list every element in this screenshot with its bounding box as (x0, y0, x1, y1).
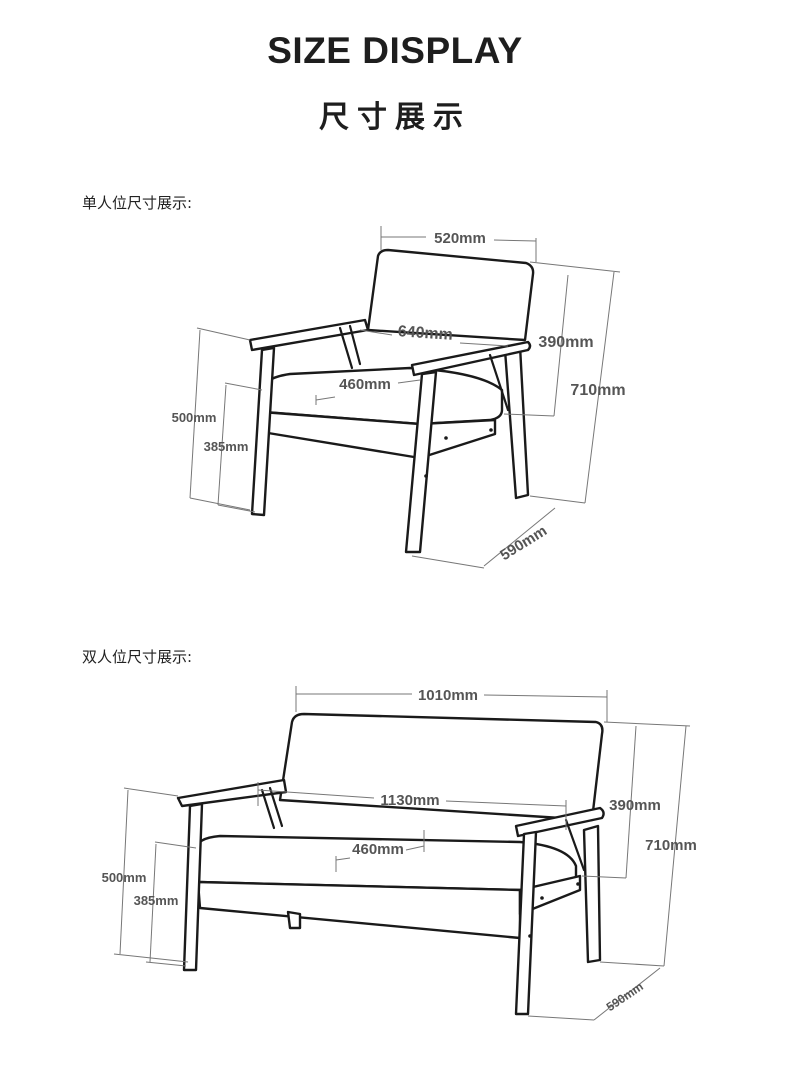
double-right-arm (514, 806, 605, 838)
double-left-leg (182, 802, 204, 972)
single-left-brace (338, 326, 354, 370)
page-subtitle: 尺寸展示 (319, 100, 471, 135)
single-right-leg (404, 370, 438, 554)
single-seat-depth-dim: 460mm (339, 376, 391, 393)
single-width-dim: 520mm (434, 230, 486, 247)
single-seat-height-dim: 385mm (204, 439, 249, 454)
double-seat-depth-dim: 460mm (352, 841, 404, 858)
double-left-arm (176, 778, 288, 808)
double-left-brace (260, 788, 276, 830)
double-seat-height-dim: 385mm (134, 893, 179, 908)
single-chair-drawing: 520mm 640mm 390mm 710mm 460mm 500mm 385m… (172, 226, 626, 569)
double-back-cushion (278, 712, 604, 822)
single-left-arm (248, 318, 370, 352)
double-rear-leg (582, 824, 602, 964)
single-left-leg (250, 346, 276, 517)
double-total-height-dim: 710mm (645, 837, 697, 854)
double-width-dim: 1010mm (418, 687, 478, 704)
double-seat-base (196, 880, 522, 940)
double-depth-dim: 590mm (604, 979, 646, 1014)
double-arm-width-dim: 1130mm (380, 792, 439, 809)
single-back-cushion (366, 248, 535, 342)
single-seat-cushion (260, 366, 504, 426)
single-right-brace (488, 353, 510, 412)
single-depth-arm-dim: 640mm (397, 323, 453, 344)
single-total-height-dim: 710mm (570, 382, 625, 399)
double-right-brace (564, 818, 586, 872)
double-seat-label: 双人位尺寸展示: (82, 648, 193, 666)
single-seat-label: 单人位尺寸展示: (82, 194, 193, 212)
single-right-arm (410, 340, 532, 377)
single-arm-height-dim: 500mm (172, 410, 217, 425)
double-right-leg (514, 830, 538, 1016)
double-arm-height-dim: 500mm (102, 870, 147, 885)
double-back-height-dim: 390mm (609, 797, 661, 814)
single-back-height-dim: 390mm (538, 334, 593, 351)
page-title: SIZE DISPLAY (267, 30, 523, 71)
